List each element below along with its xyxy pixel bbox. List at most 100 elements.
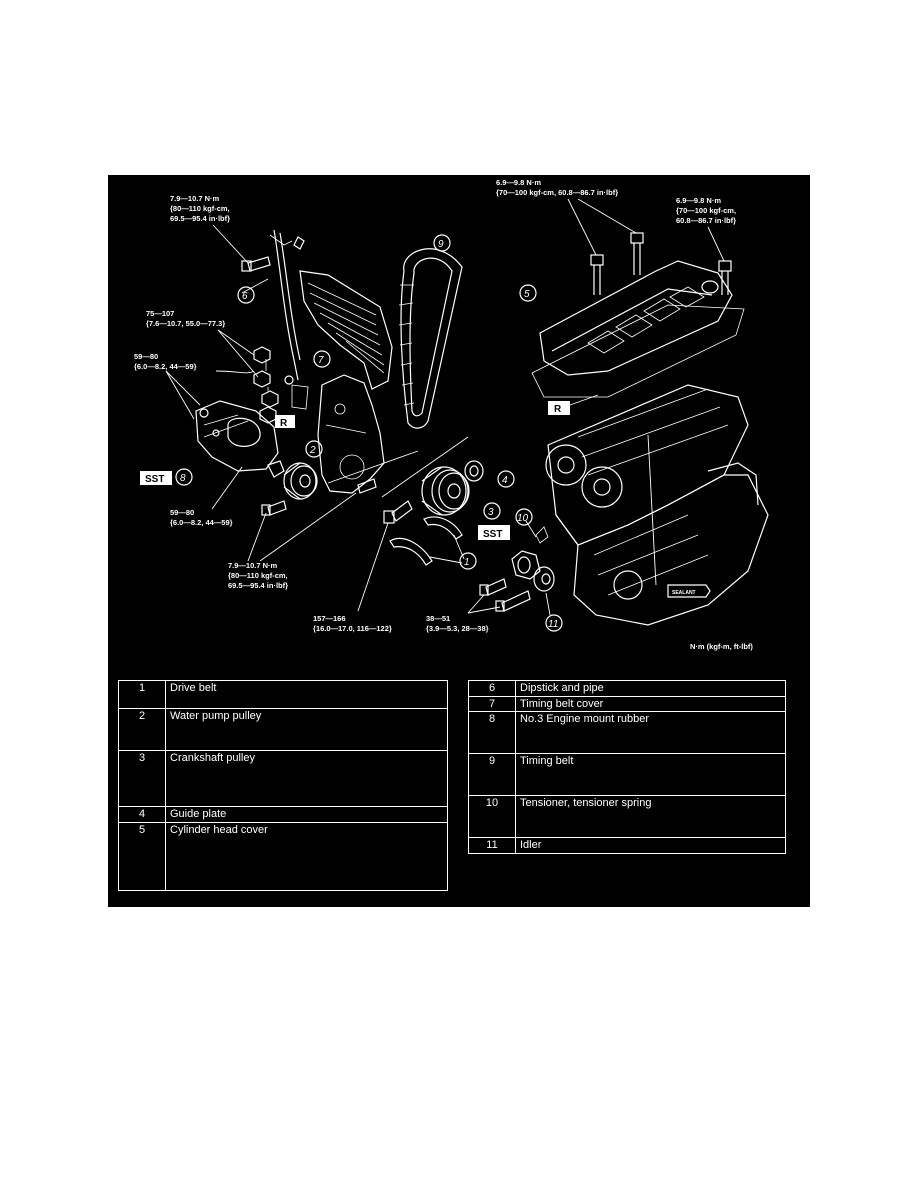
leader-line — [545, 592, 551, 616]
svg-text:5: 5 — [524, 289, 530, 300]
leader-line — [647, 434, 657, 586]
svg-text:10: 10 — [517, 513, 529, 524]
timing-belt — [398, 248, 463, 429]
svg-text:38—51: 38—51 — [426, 614, 450, 623]
callout-number-1: 1 — [459, 552, 477, 570]
legend-part-name: Guide plate — [165, 806, 448, 823]
callout-number-10: 10 — [515, 508, 533, 526]
legend-number: 1 — [118, 680, 166, 709]
legend-part-name: Crankshaft pulley — [165, 750, 448, 807]
svg-text:SST: SST — [483, 529, 502, 540]
mount-nuts-stack — [253, 346, 279, 424]
engine-cylinder-head — [547, 384, 749, 546]
leader-line — [467, 594, 485, 614]
leader-line — [215, 370, 255, 374]
legend-number: 5 — [118, 822, 166, 891]
r-tag-right: R — [548, 401, 570, 415]
idler — [533, 566, 555, 592]
dipstick-bolt — [241, 256, 271, 272]
legend-table-right: 6 Dipstick and pipe 7 Timing belt cover … — [468, 680, 786, 854]
svg-text:3: 3 — [488, 507, 494, 518]
legend-row: 9 Timing belt — [468, 753, 786, 796]
leader-line — [211, 466, 243, 510]
leader-line — [707, 226, 725, 262]
callout-number-7: 7 — [313, 350, 331, 368]
svg-text:{16.0—17.0, 116—122}: {16.0—17.0, 116—122} — [313, 624, 392, 633]
legend-row: 11 Idler — [468, 837, 786, 854]
svg-text:69.5—95.4 in·lbf}: 69.5—95.4 in·lbf} — [228, 581, 288, 590]
legend-number: 2 — [118, 708, 166, 751]
svg-text:59—80: 59—80 — [170, 508, 194, 517]
svg-text:11: 11 — [548, 619, 558, 630]
callout-number-6: 6 — [237, 286, 255, 304]
guide-plate — [464, 460, 484, 482]
callout-dipstick-bolt: 7.9—10.7 N·m {80—110 kgf-cm, 69.5—95.4 i… — [170, 194, 230, 223]
callout-number-9: 9 — [433, 234, 451, 252]
legend-row: 8 No.3 Engine mount rubber — [468, 711, 786, 754]
legend-part-name: Timing belt cover — [515, 696, 786, 712]
svg-text:59—80: 59—80 — [134, 352, 158, 361]
water-pump-pulley — [283, 462, 318, 500]
tensioner — [511, 526, 549, 580]
legend-row: 4 Guide plate — [118, 806, 448, 823]
leader-line — [217, 329, 259, 378]
crankshaft-pulley — [421, 466, 470, 516]
legend-number: 7 — [468, 696, 516, 712]
svg-text:8: 8 — [180, 473, 186, 484]
leader-line — [212, 224, 249, 264]
svg-text:R: R — [554, 404, 562, 415]
head-cover-bolts — [590, 232, 732, 295]
svg-text:6.9—9.8 N·m: 6.9—9.8 N·m — [496, 178, 541, 187]
legend-number: 8 — [468, 711, 516, 754]
svg-text:157—166: 157—166 — [313, 614, 346, 623]
timing-belt-cover-upper — [299, 270, 393, 390]
svg-text:2: 2 — [309, 445, 316, 456]
camshaft-sprockets — [545, 444, 623, 508]
legend-row: 3 Crankshaft pulley — [118, 750, 448, 807]
leader-line — [165, 370, 201, 406]
cover-bolt-small — [357, 478, 377, 494]
units-note: N·m (kgf-m, ft-lbf) — [690, 642, 753, 651]
legend-number: 4 — [118, 806, 166, 823]
legend-part-name: No.3 Engine mount rubber — [515, 711, 786, 754]
leader-line — [381, 436, 469, 498]
callout-number-3: 3 — [483, 502, 501, 520]
leader-line — [247, 512, 267, 562]
svg-text:SEALANT: SEALANT — [672, 590, 696, 596]
legend-part-name: Tensioner, tensioner spring — [515, 795, 786, 838]
svg-text:SST: SST — [145, 474, 164, 485]
callout-number-8: 8 — [175, 468, 193, 486]
legend-number: 10 — [468, 795, 516, 838]
engine-mount-rubber — [195, 400, 285, 478]
legend-row: 7 Timing belt cover — [468, 696, 786, 712]
legend-part-name: Timing belt — [515, 753, 786, 796]
leader-line — [327, 450, 419, 484]
legend-row: 6 Dipstick and pipe — [468, 680, 786, 697]
engine-diagram: 7.9—10.7 N·m {80—110 kgf-cm, 69.5—95.4 i… — [134, 178, 769, 651]
sst-tag-left: SST — [140, 471, 172, 485]
svg-text:60.8—86.7 in·lbf}: 60.8—86.7 in·lbf} — [676, 216, 736, 225]
svg-text:7.9—10.7 N·m: 7.9—10.7 N·m — [228, 561, 278, 570]
leader-line — [429, 556, 463, 564]
callout-number-5: 5 — [519, 284, 537, 302]
callout-head-cover-bolt-right: 6.9—9.8 N·m {70—100 kgf-cm, 60.8—86.7 in… — [676, 196, 736, 225]
callout-cover-bolt: 7.9—10.7 N·m {80—110 kgf-cm, 69.5—95.4 i… — [228, 561, 288, 590]
gasket — [291, 384, 309, 410]
callout-mount-bolt-lower: 59—80 {6.0—8.2, 44—59} — [170, 508, 233, 527]
svg-text:6: 6 — [242, 291, 248, 302]
leader-line — [357, 522, 389, 612]
leader-line — [259, 492, 357, 562]
leader-line — [241, 278, 269, 294]
sealant-tube: SEALANT — [667, 584, 711, 598]
svg-text:{80—110 kgf-cm,: {80—110 kgf-cm, — [170, 204, 230, 213]
legend-row: 5 Cylinder head cover — [118, 822, 448, 891]
legend-part-name: Water pump pulley — [165, 708, 448, 751]
tensioner-bolts — [479, 578, 531, 612]
callout-number-11: 11 — [545, 614, 563, 632]
cover-bolt-left — [261, 500, 287, 516]
legend-number: 3 — [118, 750, 166, 807]
svg-text:{3.9—5.3, 28—38}: {3.9—5.3, 28—38} — [426, 624, 489, 633]
r-tag-left: R — [275, 415, 295, 429]
drive-belt — [389, 516, 463, 566]
svg-text:4: 4 — [502, 475, 508, 486]
